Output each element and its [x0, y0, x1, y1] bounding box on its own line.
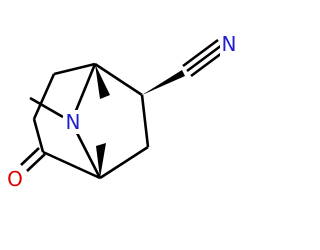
- wedge-c3-cyano: [142, 70, 185, 95]
- bond-c6-c2: [32, 118, 45, 153]
- bond-cn-b: [182, 38, 219, 68]
- wedge-c5-bridge: [96, 143, 106, 178]
- atom-n-bridge: N: [66, 110, 81, 134]
- bond-c1-n: [73, 63, 97, 114]
- bond-c5-c4: [99, 145, 149, 180]
- bond-c2-o-b: [20, 147, 40, 166]
- atom-n-nitrile-mask: [220, 33, 240, 57]
- bond-c2-c5: [42, 150, 101, 180]
- bond-c7-c6: [32, 73, 56, 120]
- atom-n-bridge-mask: [63, 110, 83, 134]
- bond-cn-a: [186, 43, 223, 73]
- bond-c4-c3: [140, 94, 150, 148]
- atom-o-mask: [6, 166, 26, 190]
- bond-c2-o-a: [26, 153, 46, 172]
- atom-n-nitrile: N: [222, 32, 237, 56]
- bond-n-methyl: [29, 96, 64, 119]
- wedge-c1-bridge: [95, 64, 110, 99]
- molecule-structure: N N O: [6, 32, 240, 191]
- bond-c5-n: [74, 130, 102, 179]
- atom-o-ketone: O: [7, 167, 23, 191]
- bond-c1-c7: [53, 62, 96, 76]
- bond-c3-c1: [94, 62, 143, 97]
